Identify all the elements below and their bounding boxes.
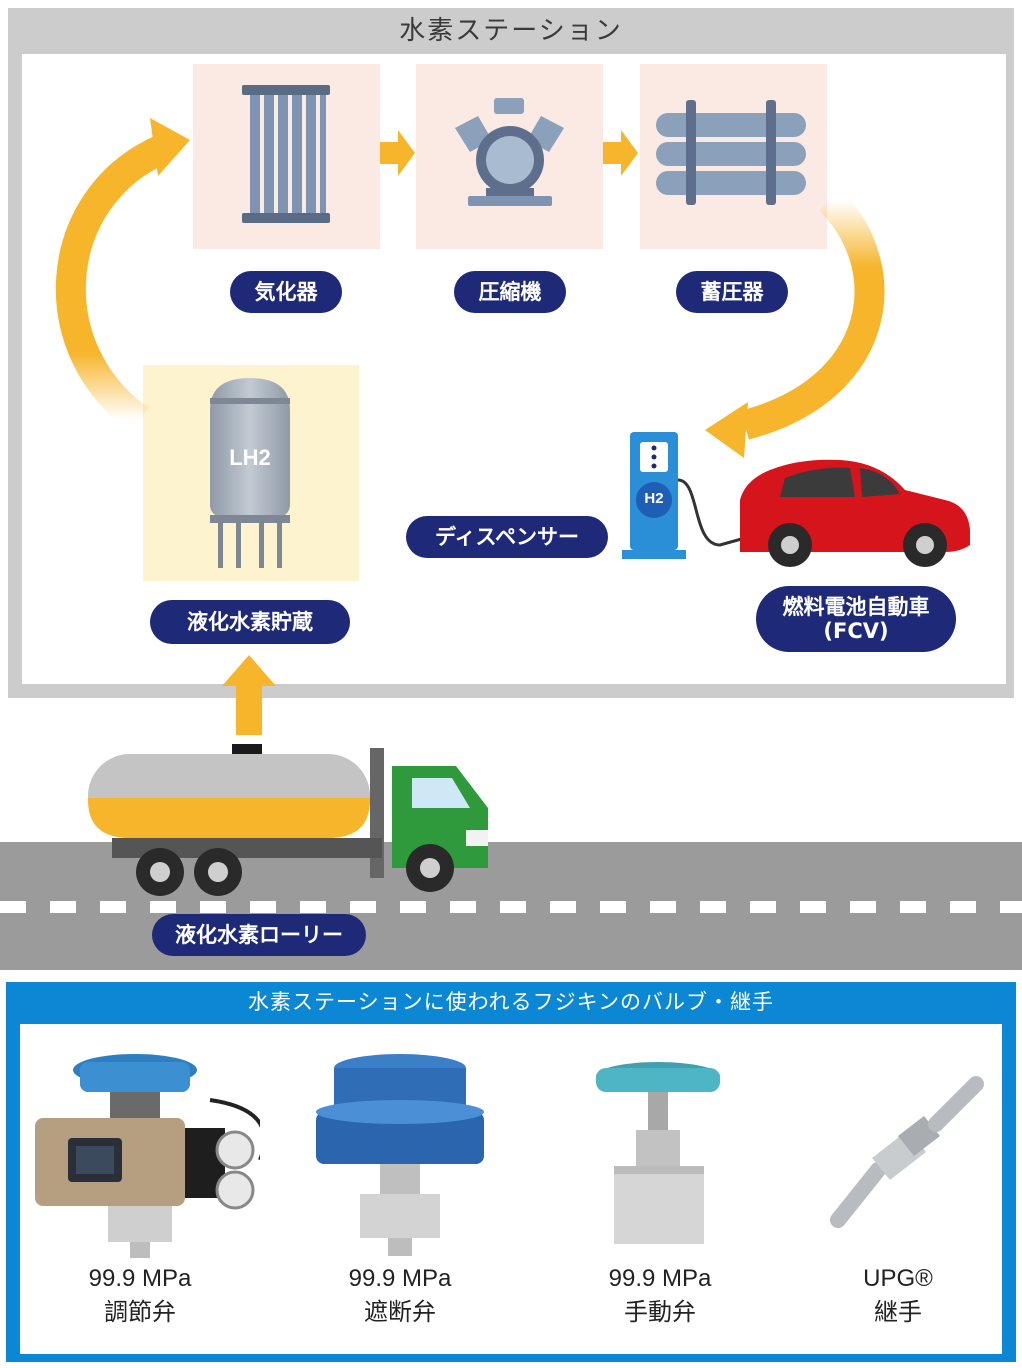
dispenser-label: ディスペンサー xyxy=(406,516,608,558)
flow-arrow-1 xyxy=(380,130,415,176)
vaporizer-label: 気化器 xyxy=(230,271,342,313)
product-label: 99.9 MPa 手動弁 xyxy=(540,1262,780,1330)
fcv-label-line1: 燃料電池自動車 xyxy=(782,594,930,619)
fitting-icon xyxy=(830,1076,984,1228)
station-title: 水素ステーション xyxy=(399,16,623,46)
flow-arrow-right xyxy=(705,189,885,458)
product-label: 99.9 MPa 遮断弁 xyxy=(280,1262,520,1330)
product-name: 遮断弁 xyxy=(364,1299,436,1326)
vaporizer-icon xyxy=(242,85,330,223)
product-control-valve[interactable]: 99.9 MPa 調節弁 xyxy=(20,1040,260,1350)
product-pressure: 99.9 MPa xyxy=(348,1265,452,1292)
product-name: 調節弁 xyxy=(104,1299,176,1326)
station-diagram xyxy=(0,85,1022,970)
tanker-truck-icon xyxy=(88,744,488,896)
fcv-car-icon xyxy=(740,459,970,567)
manual-valve-icon xyxy=(596,1062,720,1244)
compressor-icon xyxy=(455,98,564,206)
liquid-hydrogen-tank-icon xyxy=(210,378,290,568)
flow-arrow-up xyxy=(222,655,276,735)
product-pressure: 99.9 MPa xyxy=(88,1265,192,1292)
flow-arrow-left xyxy=(55,118,190,433)
dispenser-icon xyxy=(622,432,746,559)
control-valve-icon xyxy=(35,1054,260,1258)
product-shutoff-valve[interactable]: 99.9 MPa 遮断弁 xyxy=(280,1040,520,1350)
product-pressure: UPG® xyxy=(863,1265,933,1292)
storage-label: 液化水素貯蔵 xyxy=(150,600,350,644)
fcv-label: 燃料電池自動車 (FCV) xyxy=(756,586,956,652)
product-name: 継手 xyxy=(874,1299,922,1326)
dispenser-h2-text: H2 xyxy=(644,490,664,507)
product-name: 手動弁 xyxy=(624,1299,696,1326)
accumulator-icon xyxy=(656,100,806,205)
flow-arrow-2 xyxy=(603,130,638,176)
product-upg-fitting[interactable]: UPG® 継手 xyxy=(778,1040,1018,1350)
compressor-label: 圧縮機 xyxy=(454,271,566,313)
accumulator-label: 蓄圧器 xyxy=(676,271,788,313)
product-label: 99.9 MPa 調節弁 xyxy=(20,1262,260,1330)
product-label: UPG® 継手 xyxy=(778,1262,1018,1330)
shutoff-valve-icon xyxy=(316,1054,484,1256)
truck-label: 液化水素ローリー xyxy=(152,914,366,956)
tank-lh2-text: LH2 xyxy=(229,445,271,470)
product-manual-valve[interactable]: 99.9 MPa 手動弁 xyxy=(540,1040,780,1350)
products-title: 水素ステーションに使われるフジキンのバルブ・継手 xyxy=(248,990,774,1014)
fcv-label-line2: (FCV) xyxy=(823,619,889,643)
product-pressure: 99.9 MPa xyxy=(608,1265,712,1292)
